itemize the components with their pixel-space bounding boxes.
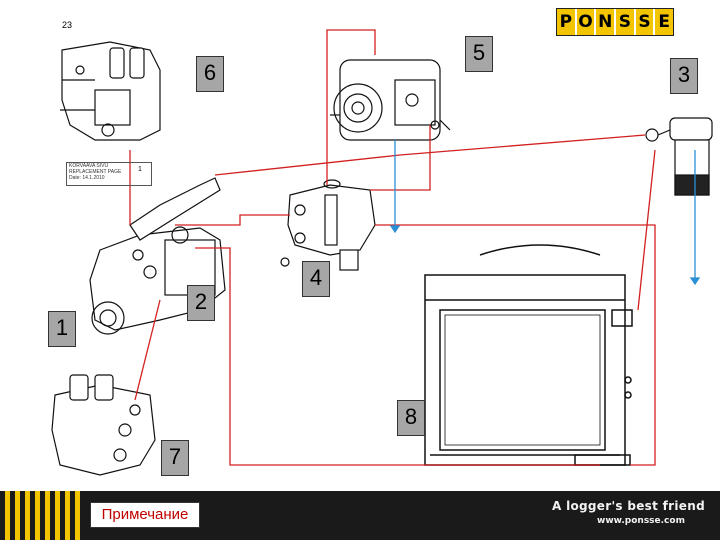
note-button[interactable]: Примечание <box>90 502 200 528</box>
label-3: 3 <box>670 58 698 94</box>
label-1: 1 <box>48 311 76 347</box>
logo-letter-s2: S <box>636 9 656 35</box>
footer-stripe <box>75 491 80 540</box>
logo-letter-n: N <box>596 9 617 35</box>
valve-block-7-drawing <box>51 374 156 476</box>
filter-3-drawing <box>645 117 713 196</box>
pump-5-drawing <box>330 59 451 141</box>
stamp-box-number: 1 <box>138 166 142 173</box>
logo-letter-o: O <box>577 9 597 35</box>
label-7: 7 <box>161 440 189 476</box>
return-lines <box>389 140 701 286</box>
logo-letter-p: P <box>557 9 577 35</box>
stamp-date-row: Date: 14.1.2010 <box>67 175 151 181</box>
stamp-date-value: 14.1.2010 <box>82 175 105 181</box>
brand-website[interactable]: www.ponsse.com <box>597 516 685 526</box>
footer-stripe <box>5 491 10 540</box>
stamp-line1: KORVAAVA SIVU <box>69 163 109 169</box>
valve-block-6-drawing <box>60 41 161 141</box>
footer-stripe <box>15 491 20 540</box>
label-4: 4 <box>302 261 330 297</box>
stamp-line2: REPLACEMENT PAGE <box>69 169 122 175</box>
replacement-page-stamp: KORVAAVA SIVU REPLACEMENT PAGE Date: 14.… <box>66 162 152 186</box>
cooler-8-drawing <box>424 244 633 466</box>
logo-letter-e: E <box>658 12 670 32</box>
logo-letter-s1: S <box>616 9 636 35</box>
footer-stripe <box>25 491 30 540</box>
brand-tagline: A logger's best friend <box>552 499 705 513</box>
label-5: 5 <box>465 36 493 72</box>
footer-stripe <box>35 491 40 540</box>
page-number: 23 <box>62 20 73 30</box>
footer-stripe <box>45 491 50 540</box>
footer-stripe <box>65 491 70 540</box>
ponsse-logo: P O N S S E <box>556 8 674 36</box>
main-pump-1-drawing <box>89 177 226 335</box>
pressure-lines <box>129 29 656 466</box>
footer-stripe <box>55 491 60 540</box>
label-6: 6 <box>196 56 224 92</box>
stamp-date-label: Date: <box>69 175 81 181</box>
valve-4-drawing <box>280 179 376 271</box>
label-8: 8 <box>397 400 425 436</box>
label-2: 2 <box>187 285 215 321</box>
